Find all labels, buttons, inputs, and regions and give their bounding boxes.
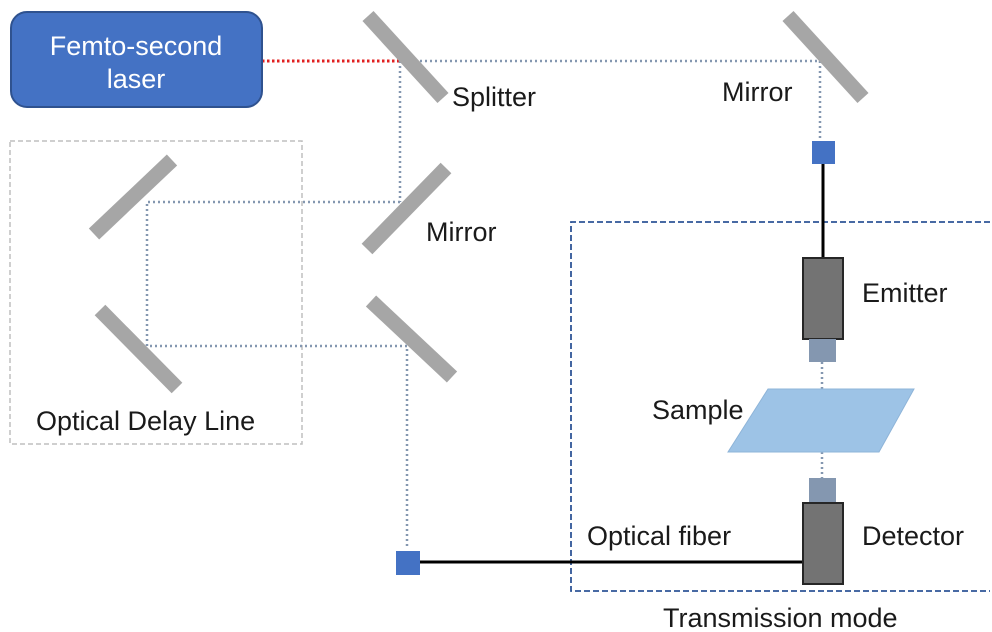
lower-mirror [365,295,458,383]
top-mirror-label: Mirror [722,77,792,107]
sample-label: Sample [652,395,744,425]
emitter-body [802,257,844,340]
femto-second-laser [10,11,263,108]
middle-mirror-label: Mirror [426,217,496,247]
emitter-label: Emitter [862,278,948,308]
detector-body [802,502,844,585]
emitter-lens [809,339,836,362]
splitter-label: Splitter [452,82,536,112]
laser-label-line2: laser [107,64,166,94]
top-fiber-connector [812,141,835,164]
detector-label: Detector [862,521,964,551]
middle-mirror [361,162,452,255]
delay-line-mirror-bottom [94,304,183,394]
transmission-mode-label: Transmission mode [663,603,898,632]
bottom-fiber-connector [396,551,420,575]
splitter-mirror [362,10,449,104]
detector-lens [809,478,836,503]
optical-delay-line-label: Optical Delay Line [36,406,255,436]
optical-fiber-label: Optical fiber [587,521,731,551]
optical-delay-line-box [9,140,303,445]
laser-label-line1: Femto-second [50,31,223,61]
top-right-mirror [782,10,869,104]
sample-plate [727,388,915,453]
delay-line-mirror-top [88,154,178,240]
transmission-mode-box [570,221,990,592]
beam-delay-loop [145,200,409,548]
